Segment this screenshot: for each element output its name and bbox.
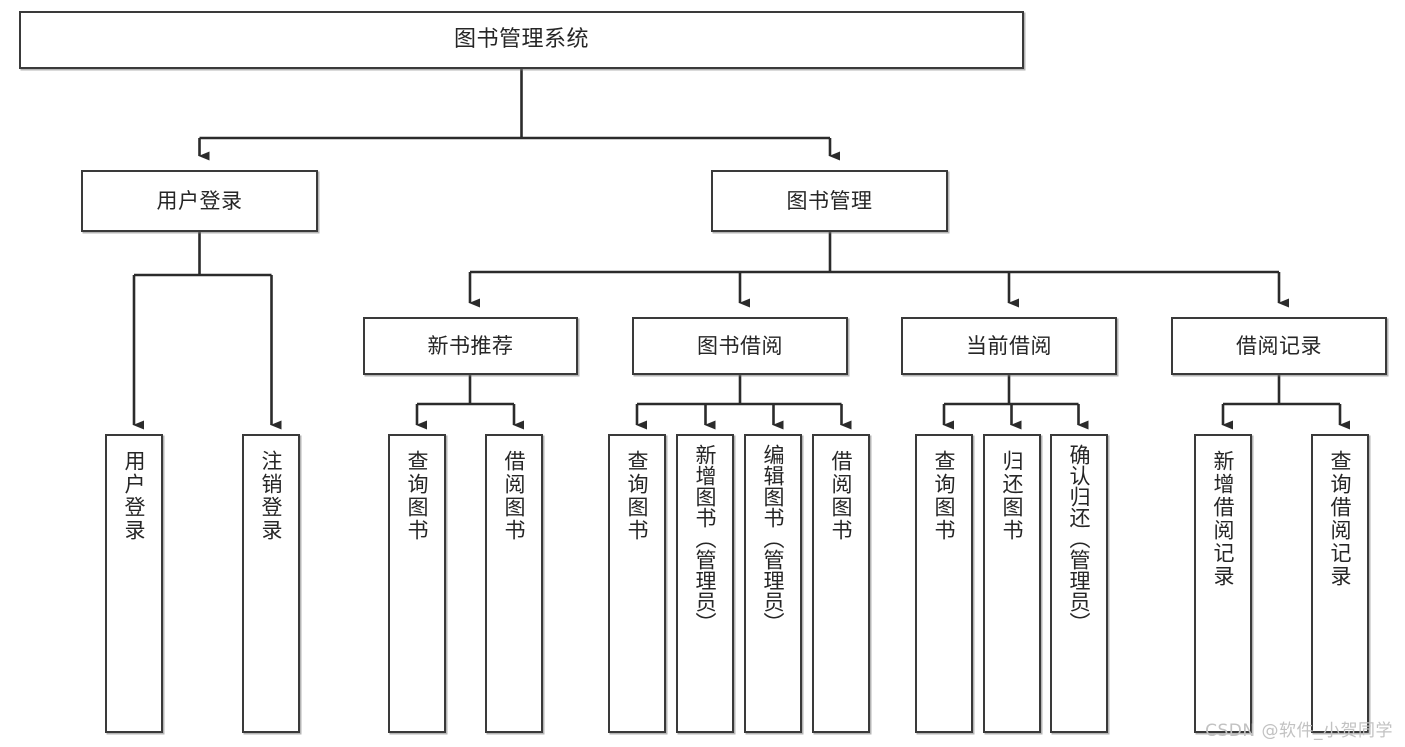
leaf-borrow-query-book[interactable]: 查询图书: [608, 434, 666, 733]
node-label: 确认归还（管理员）: [1067, 444, 1092, 633]
node-label: 新增图书（管理员）: [693, 444, 718, 633]
leaf-borrow-add-book-admin[interactable]: 新增图书（管理员）: [676, 434, 734, 733]
node-root-system[interactable]: 图书管理系统: [19, 11, 1024, 69]
leaf-logout[interactable]: 注销登录: [242, 434, 300, 733]
leaf-new-book-query-book[interactable]: 查询图书: [388, 434, 446, 733]
node-label: 借阅图书: [502, 450, 527, 542]
node-label: 注销登录: [259, 450, 284, 542]
leaf-borrow-borrow-book[interactable]: 借阅图书: [812, 434, 870, 733]
node-book-borrow[interactable]: 图书借阅: [632, 317, 848, 375]
leaf-current-query-book[interactable]: 查询图书: [915, 434, 973, 733]
node-label: 用户登录: [122, 450, 147, 542]
node-new-book-recommend[interactable]: 新书推荐: [363, 317, 578, 375]
node-label: 图书借阅: [697, 333, 783, 358]
node-user-login[interactable]: 用户登录: [81, 170, 318, 232]
node-label: 借阅记录: [1236, 333, 1322, 358]
leaf-borrow-edit-book-admin[interactable]: 编辑图书（管理员）: [744, 434, 802, 733]
node-label: 当前借阅: [966, 333, 1052, 358]
node-label: 查询图书: [405, 450, 430, 542]
leaf-record-query-borrow-record[interactable]: 查询借阅记录: [1311, 434, 1369, 733]
node-label: 查询图书: [932, 450, 957, 542]
node-label: 查询借阅记录: [1328, 450, 1353, 588]
node-label: 图书管理系统: [453, 27, 589, 53]
node-label: 归还图书: [1000, 450, 1025, 542]
leaf-user-login[interactable]: 用户登录: [105, 434, 163, 733]
node-label: 图书管理: [786, 188, 873, 213]
leaf-current-confirm-return-admin[interactable]: 确认归还（管理员）: [1050, 434, 1108, 733]
leaf-record-add-borrow-record[interactable]: 新增借阅记录: [1194, 434, 1252, 733]
leaf-current-return-book[interactable]: 归还图书: [983, 434, 1041, 733]
node-label: 新增借阅记录: [1211, 450, 1236, 588]
node-book-management[interactable]: 图书管理: [711, 170, 948, 232]
node-borrow-record[interactable]: 借阅记录: [1171, 317, 1387, 375]
node-label: 查询图书: [625, 450, 650, 542]
node-label: 用户登录: [156, 188, 243, 213]
node-label: 新书推荐: [427, 333, 514, 358]
leaf-new-book-borrow-book[interactable]: 借阅图书: [485, 434, 543, 733]
node-label: 借阅图书: [829, 450, 854, 542]
node-current-borrow[interactable]: 当前借阅: [901, 317, 1117, 375]
node-label: 编辑图书（管理员）: [761, 444, 786, 633]
